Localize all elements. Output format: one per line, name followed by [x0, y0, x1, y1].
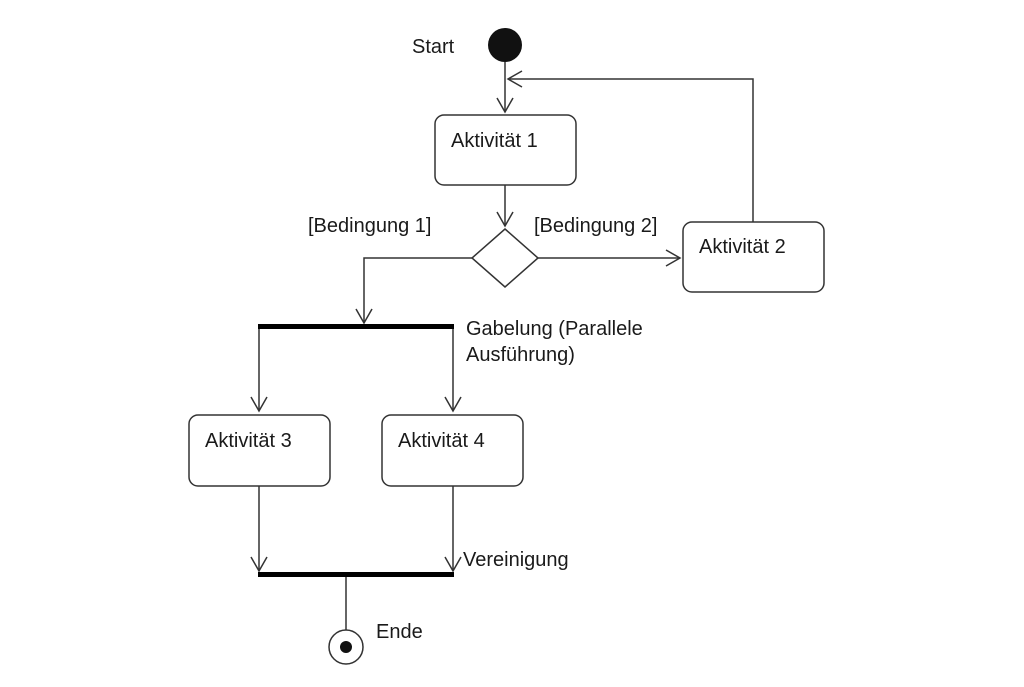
- fork-label-line-1: Gabelung (Parallele: [466, 318, 643, 340]
- arrowhead-activity-3: [250, 396, 268, 413]
- activity-1-label: Aktivität 1: [451, 130, 538, 152]
- condition-1-label: [Bedingung 1]: [308, 215, 431, 237]
- join-bar: [258, 572, 454, 577]
- arrowhead-loop-back: [506, 70, 523, 88]
- arrowhead-join-left: [250, 556, 268, 573]
- end-label: Ende: [376, 621, 423, 643]
- start-node: [488, 28, 522, 62]
- activity-4-label: Aktivität 4: [398, 430, 485, 452]
- end-node-inner: [340, 641, 352, 653]
- start-label: Start: [412, 36, 455, 58]
- arrowhead-activity-4: [444, 396, 462, 413]
- fork-label-line-2: Ausführung): [466, 344, 575, 366]
- arrowhead-activity-1: [496, 97, 514, 114]
- edge-decision-to-fork: [363, 257, 472, 323]
- arrowhead-fork: [355, 308, 373, 325]
- join-label: Vereinigung: [463, 549, 569, 571]
- arrowhead-activity-2: [665, 249, 682, 267]
- activity-3-label: Aktivität 3: [205, 430, 292, 452]
- activity-2-box: [682, 221, 825, 293]
- condition-2-label: [Bedingung 2]: [534, 215, 657, 237]
- arrowhead-join-right: [444, 556, 462, 573]
- arrowhead-decision: [496, 211, 514, 228]
- edge-activity-2-loop-back: [508, 78, 754, 222]
- fork-bar: [258, 324, 454, 329]
- decision-node: [470, 228, 540, 288]
- activity-2-label: Aktivität 2: [699, 236, 786, 258]
